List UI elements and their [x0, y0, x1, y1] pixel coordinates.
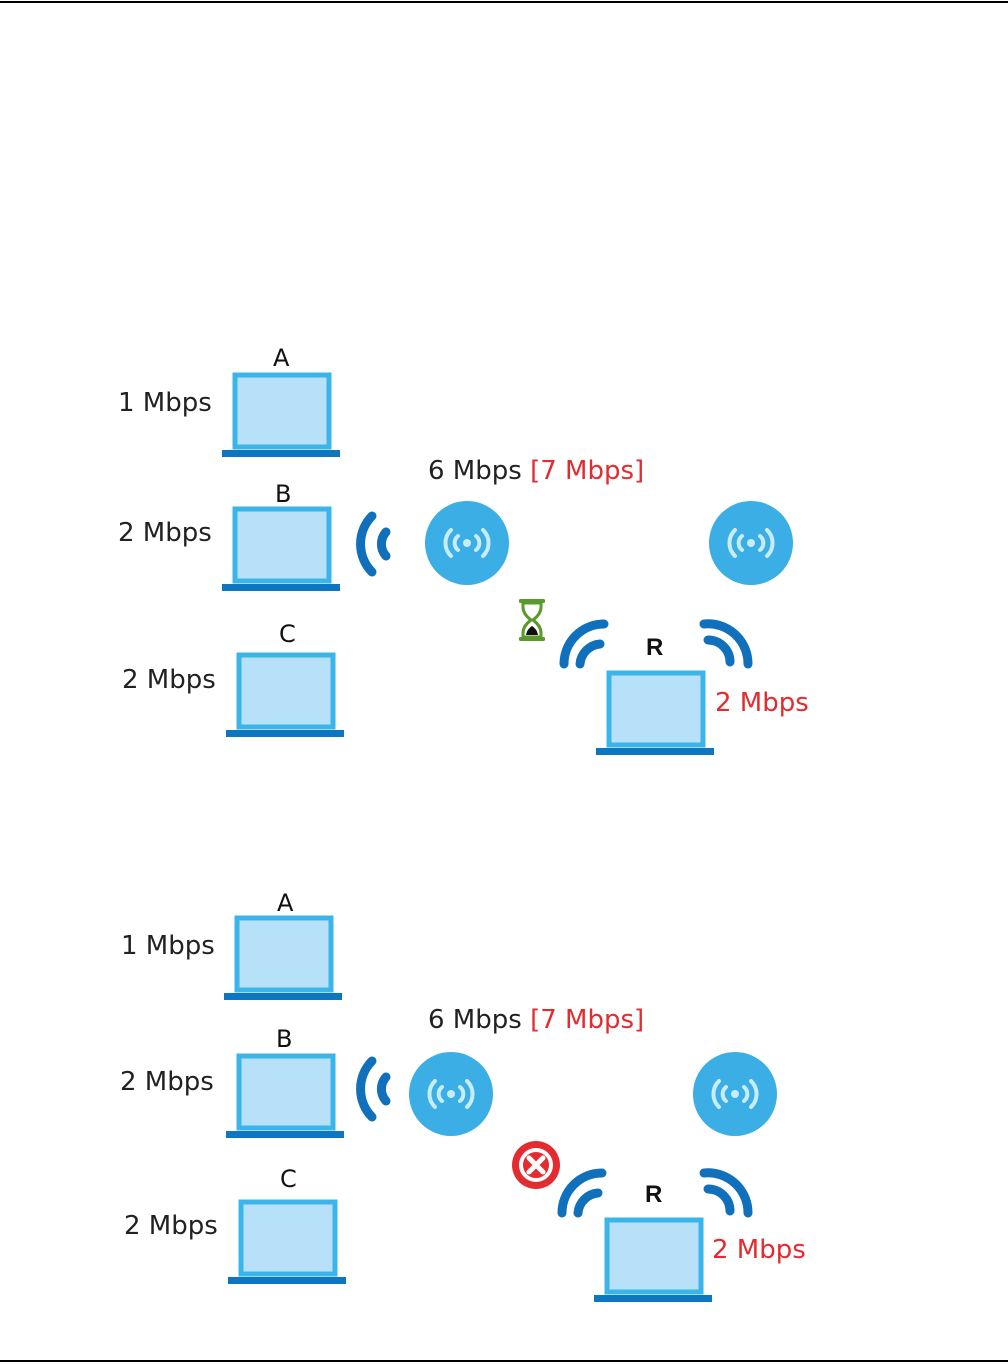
roaming-client-label: R [645, 1183, 662, 1207]
laptop-icon [596, 670, 716, 756]
signal-waves-icon [700, 616, 756, 672]
client-c-label: C [279, 622, 296, 646]
hourglass-icon [517, 598, 547, 642]
access-point-icon [708, 500, 794, 586]
access-point-icon [692, 1051, 778, 1137]
client-a-speed: 1 Mbps [121, 933, 215, 959]
diagram-airtime-waiting: A 1 Mbps B 2 Mbps C 2 Mbps 6 Mbps [7 Mbp… [0, 330, 1008, 790]
ap-speed: 6 Mbps [428, 1005, 522, 1035]
client-c-speed: 2 Mbps [122, 667, 216, 693]
roaming-client-speed: 2 Mbps [712, 1237, 806, 1263]
client-a-speed: 1 Mbps [118, 390, 212, 416]
ap-speed-extra: [7 Mbps] [530, 1005, 644, 1035]
diagram-airtime-blocked: A 1 Mbps B 2 Mbps C 2 Mbps 6 Mbps [7 Mbp… [0, 875, 1008, 1335]
laptop-icon [222, 372, 342, 458]
signal-waves-icon [700, 1165, 756, 1221]
ap-speed-label: 6 Mbps [7 Mbps] [428, 458, 644, 484]
ap-speed-extra: [7 Mbps] [530, 456, 644, 486]
signal-waves-icon [350, 1055, 400, 1125]
laptop-icon [594, 1217, 714, 1303]
client-b-label: B [275, 482, 291, 506]
ap-speed: 6 Mbps [428, 456, 522, 486]
signal-waves-icon [554, 1165, 610, 1221]
access-point-icon [408, 1051, 494, 1137]
client-c-speed: 2 Mbps [124, 1213, 218, 1239]
signal-waves-icon [556, 616, 612, 672]
client-a-label: A [277, 891, 293, 915]
signal-waves-icon [350, 510, 400, 580]
client-b-speed: 2 Mbps [120, 1069, 214, 1095]
bottom-rule [0, 1360, 1008, 1362]
laptop-icon [228, 1199, 348, 1285]
ap-speed-label: 6 Mbps [7 Mbps] [428, 1007, 644, 1033]
laptop-icon [226, 1053, 346, 1139]
roaming-client-speed: 2 Mbps [715, 690, 809, 716]
client-b-speed: 2 Mbps [118, 520, 212, 546]
laptop-icon [222, 506, 342, 592]
top-rule [0, 1, 1008, 3]
laptop-icon [226, 652, 346, 738]
client-a-label: A [273, 346, 289, 370]
access-point-icon [424, 500, 510, 586]
roaming-client-label: R [646, 636, 663, 660]
client-c-label: C [280, 1167, 297, 1191]
client-b-label: B [276, 1027, 292, 1051]
laptop-icon [224, 915, 344, 1001]
